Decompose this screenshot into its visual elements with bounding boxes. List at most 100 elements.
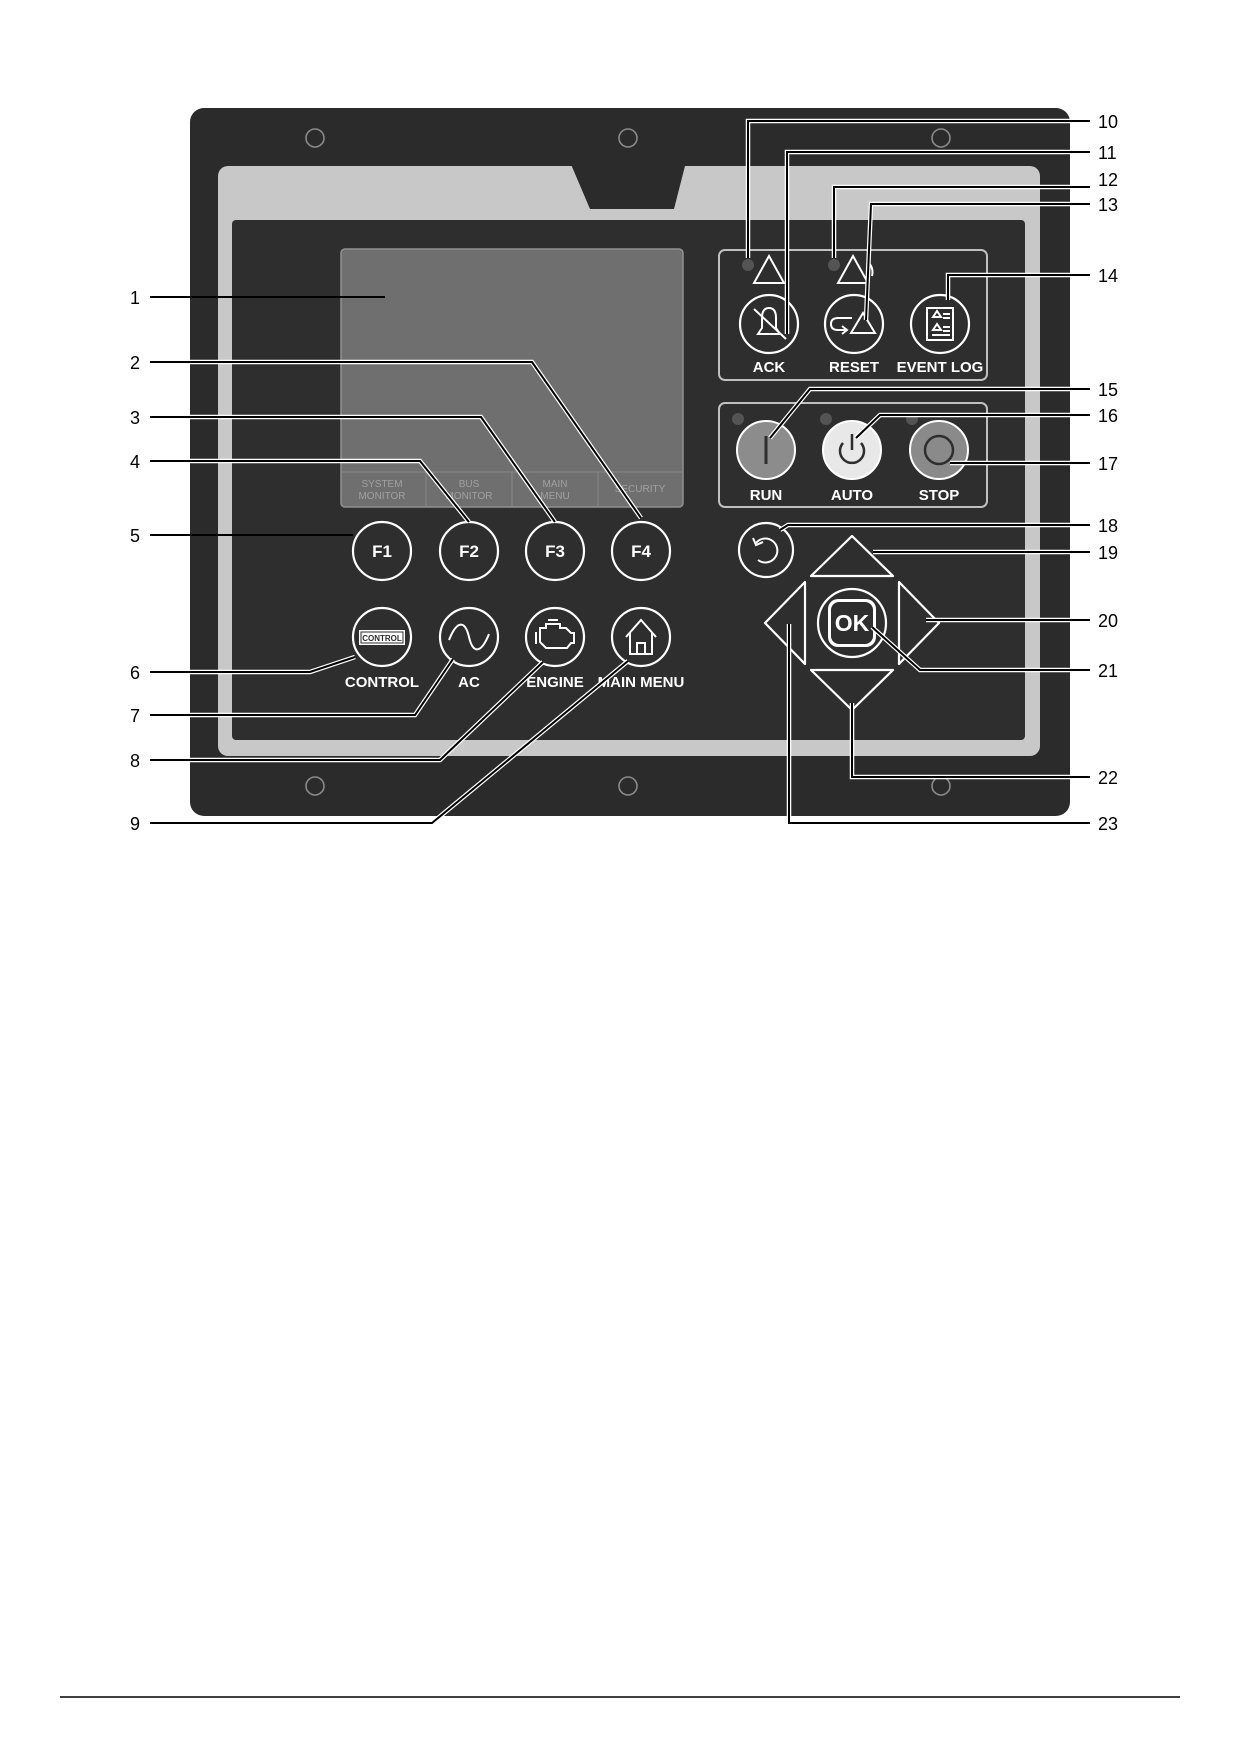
leader-4 — [150, 460, 470, 523]
callout-9: 9 — [130, 814, 140, 834]
back-button[interactable] — [737, 521, 795, 579]
leader-16 — [855, 414, 1090, 439]
alarm-button-group — [718, 249, 988, 381]
f1-label: F1 — [372, 542, 392, 561]
back-arrow-icon — [755, 537, 779, 564]
leader-13 — [865, 203, 1090, 321]
control-badge-text: CONTROL — [362, 634, 402, 643]
callout-16: 16 — [1098, 406, 1118, 426]
callout-11: 11 — [1098, 143, 1117, 163]
leader-15 — [769, 388, 1090, 439]
down-arrow-icon — [809, 668, 895, 712]
f2-button[interactable]: F2 — [438, 520, 500, 582]
run-label: RUN — [750, 487, 783, 504]
leader-11 — [786, 151, 1090, 334]
callout-23: 23 — [1098, 814, 1118, 834]
right-arrow-icon — [897, 580, 941, 666]
callout-4: 4 — [130, 452, 140, 472]
softkey-label-3: MAIN — [543, 479, 568, 490]
control-button[interactable]: CONTROL — [351, 606, 413, 668]
softkey-label-1: SYSTEM — [361, 479, 402, 490]
callout-17: 17 — [1098, 454, 1118, 474]
left-button[interactable] — [763, 580, 807, 666]
event-log-label: EVENT LOG — [897, 359, 984, 376]
leader-22 — [851, 703, 1090, 778]
ok-button[interactable]: OK — [816, 587, 888, 659]
reset-button[interactable] — [823, 293, 885, 355]
main-menu-button[interactable] — [610, 606, 672, 668]
leader-lines — [150, 118, 1090, 826]
home-icon — [625, 618, 657, 655]
control-badge-icon — [359, 630, 405, 645]
screw-hole — [618, 776, 638, 796]
alarm-led — [828, 259, 840, 271]
f4-label: F4 — [631, 542, 651, 561]
frame-notch — [570, 162, 686, 209]
callout-3: 3 — [130, 408, 140, 428]
up-button[interactable] — [809, 534, 895, 578]
ack-label: ACK — [753, 359, 786, 376]
ack-button[interactable] — [738, 293, 800, 355]
callout-18: 18 — [1098, 516, 1118, 536]
engine-button[interactable] — [524, 606, 586, 668]
down-button[interactable] — [809, 668, 895, 712]
run-led — [732, 413, 744, 425]
callout-21: 21 — [1098, 661, 1118, 681]
softkey-label-2: BUS — [459, 479, 480, 490]
leader-23 — [788, 624, 1090, 824]
screw-hole — [618, 128, 638, 148]
run-button[interactable] — [736, 420, 796, 480]
screw-hole — [305, 776, 325, 796]
auto-led — [820, 413, 832, 425]
callout-2: 2 — [130, 353, 140, 373]
f3-button[interactable]: F3 — [524, 520, 586, 582]
callout-20: 20 — [1098, 611, 1118, 631]
softkey-label-3: MENU — [540, 491, 569, 502]
power-icon — [838, 442, 866, 465]
stop-button[interactable] — [909, 420, 969, 480]
f3-label: F3 — [545, 542, 565, 561]
callout-22: 22 — [1098, 768, 1118, 788]
event-log-icon — [926, 307, 954, 341]
leader-6 — [150, 656, 356, 673]
mute-slash-icon — [753, 308, 787, 340]
leader-2 — [150, 361, 642, 519]
engine-icon — [539, 623, 575, 649]
right-button[interactable] — [897, 580, 941, 666]
leader-3 — [150, 416, 556, 523]
leader-7 — [150, 658, 454, 716]
reset-label: RESET — [829, 359, 879, 376]
screw-hole — [305, 128, 325, 148]
stop-label: STOP — [919, 487, 960, 504]
f4-button[interactable]: F4 — [610, 520, 672, 582]
f1-button[interactable]: F1 — [351, 520, 413, 582]
reset-arrow-head — [841, 325, 849, 335]
leader-8 — [150, 661, 544, 761]
callout-15: 15 — [1098, 380, 1118, 400]
callout-6: 6 — [130, 663, 140, 683]
engine-label: ENGINE — [526, 674, 584, 691]
event-log-button[interactable] — [909, 293, 971, 355]
warning-triangle-icon — [752, 253, 786, 284]
leader-12 — [833, 186, 1090, 258]
leader-14 — [947, 274, 1090, 300]
auto-label: AUTO — [831, 487, 874, 504]
softkey-label-2: MONITOR — [445, 491, 492, 502]
softkey-label-1: MONITOR — [358, 491, 405, 502]
ok-label: OK — [835, 610, 870, 636]
callout-5: 5 — [130, 526, 140, 546]
up-arrow-icon — [809, 534, 895, 578]
ac-label: AC — [458, 674, 480, 691]
callout-14: 14 — [1098, 266, 1118, 286]
callout-7: 7 — [130, 706, 140, 726]
warning-triangle-icon — [836, 253, 870, 284]
callout-19: 19 — [1098, 543, 1118, 563]
auto-button[interactable] — [822, 420, 882, 480]
control-badge-border — [360, 631, 404, 644]
screw-hole — [931, 128, 951, 148]
sine-wave-icon — [448, 623, 490, 651]
ac-button[interactable] — [438, 606, 500, 668]
softkey-label-4: SECURITY — [615, 484, 666, 495]
leader-18 — [779, 524, 1090, 531]
